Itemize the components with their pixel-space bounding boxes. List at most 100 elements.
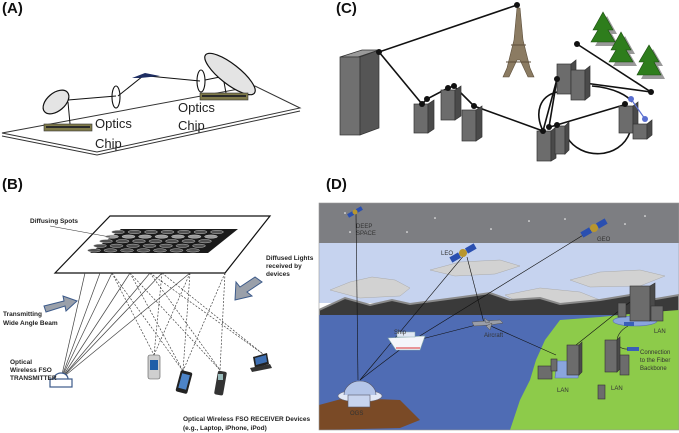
wireless-node bbox=[642, 116, 648, 122]
left-mirror bbox=[42, 89, 70, 115]
connection-label-2: to the Fiber bbox=[640, 358, 670, 364]
building-cluster-2 bbox=[536, 59, 653, 162]
lan-label-bottom-left: LAN bbox=[557, 388, 569, 394]
transmit-beam bbox=[60, 272, 151, 380]
diffused-beam bbox=[149, 272, 264, 355]
trees-icon bbox=[590, 11, 665, 79]
diffused-light-arrow bbox=[234, 276, 263, 301]
geo-satellite-icon bbox=[580, 218, 608, 238]
diffusing-spot bbox=[142, 243, 157, 248]
left-chip-label: Chip bbox=[95, 136, 122, 151]
deep-space-satellite-icon bbox=[347, 206, 363, 218]
diffusing-spot bbox=[181, 239, 196, 244]
diffused-beam bbox=[129, 272, 221, 371]
transmit-beam bbox=[60, 272, 113, 380]
connection-label-3: Backbone bbox=[640, 366, 667, 372]
leo-label: LEO bbox=[441, 251, 453, 257]
transmitting-beam-arrow bbox=[43, 295, 78, 313]
transmitting-label-1: Transmitting bbox=[3, 311, 42, 318]
diffusing-spot bbox=[193, 230, 208, 234]
diffusing-spot bbox=[120, 248, 134, 253]
diffusing-spot bbox=[160, 230, 175, 234]
leo-satellite-icon bbox=[449, 243, 477, 263]
panel-c-label: (C) bbox=[336, 0, 357, 17]
transmitter-icon bbox=[49, 372, 73, 388]
diffused-lights-label-2: received by bbox=[266, 263, 302, 270]
diffused-beam bbox=[182, 272, 226, 372]
ship-label: Ship bbox=[394, 330, 407, 336]
diffused-beam bbox=[111, 272, 184, 372]
panel-d-label: (D) bbox=[326, 176, 347, 193]
right-optics-label: Optics bbox=[178, 100, 215, 115]
diffusing-spot bbox=[148, 239, 163, 244]
circuit-board-plane bbox=[1, 85, 302, 153]
panel-c bbox=[339, 2, 665, 162]
diffusing-spot bbox=[169, 248, 184, 253]
panel-a-label: (A) bbox=[2, 0, 23, 17]
diffusing-spot bbox=[105, 234, 119, 239]
receiver-devices-label-2: (e.g., Laptop, iPhone, iPod) bbox=[183, 425, 267, 432]
wireless-node bbox=[628, 96, 634, 102]
diffusing-spot bbox=[136, 248, 151, 253]
land-region bbox=[510, 310, 679, 430]
diffused-beam bbox=[219, 272, 226, 371]
aircraft-label: Aircraft bbox=[484, 333, 503, 339]
diffusing-spot bbox=[103, 248, 118, 253]
panel-d: DEEP SPACE LEO GEO Ship Aircraft OGS LAN… bbox=[318, 202, 679, 431]
diffusing-spot bbox=[198, 239, 212, 244]
diffusing-spot bbox=[138, 234, 152, 239]
transmitter-label-2: Wireless FSO bbox=[10, 367, 52, 374]
transmitter-label-3: TRANSMITTER bbox=[10, 375, 57, 382]
diffused-beam bbox=[182, 272, 191, 372]
diffusing-spot bbox=[132, 239, 146, 244]
diffused-beam bbox=[111, 272, 155, 356]
deep-space-label-2: SPACE bbox=[356, 231, 376, 237]
building-cluster-1 bbox=[413, 85, 483, 142]
diffusing-spot bbox=[154, 234, 169, 239]
diffusing-spot bbox=[126, 243, 140, 248]
diffused-beam bbox=[161, 272, 264, 355]
diffusing-spot bbox=[187, 234, 202, 239]
diffusing-spot bbox=[153, 248, 167, 253]
laptop-device-icon bbox=[250, 353, 272, 372]
diffused-beam bbox=[149, 272, 221, 371]
diffusing-spot bbox=[171, 234, 185, 239]
flip-phone-device-icon bbox=[214, 370, 227, 396]
lan-label-top: LAN bbox=[654, 329, 666, 335]
ogs-ground bbox=[319, 398, 420, 430]
iphone-device-icon bbox=[175, 370, 193, 394]
diffusing-spot bbox=[165, 239, 179, 244]
transmitting-label-2: Wide Angle Beam bbox=[3, 320, 58, 327]
top-reflector bbox=[132, 73, 160, 78]
transmit-beam bbox=[60, 272, 163, 380]
diffusing-spot bbox=[115, 239, 130, 244]
panel-b-label: (B) bbox=[2, 176, 23, 193]
transmitter-label-1: Optical bbox=[10, 359, 32, 366]
left-lens bbox=[111, 85, 121, 109]
diffusing-spot bbox=[186, 248, 200, 253]
diffusing-spot bbox=[111, 230, 125, 234]
diffusing-spot bbox=[121, 234, 136, 239]
diffusing-spot bbox=[192, 243, 206, 248]
right-mirror bbox=[204, 52, 256, 96]
diffusing-spots-label: Diffusing Spots bbox=[30, 218, 78, 225]
diffusing-spot bbox=[127, 230, 142, 234]
ogs-label: OGS bbox=[350, 411, 363, 417]
eiffel-tower-icon bbox=[502, 7, 535, 78]
connection-label-1: Connection bbox=[640, 350, 670, 356]
transmit-beam bbox=[60, 272, 191, 380]
transmit-beam bbox=[60, 272, 131, 380]
diffusing-spot bbox=[210, 230, 224, 234]
diffusing-spot bbox=[99, 239, 113, 244]
right-lens bbox=[196, 69, 206, 93]
diffused-beam bbox=[129, 272, 184, 372]
space-region bbox=[319, 203, 679, 243]
diffusing-spot bbox=[175, 243, 190, 248]
receiver-devices-label-1: Optical Wireless FSO RECEIVER Devices bbox=[183, 416, 310, 423]
diffusing-spot bbox=[93, 243, 107, 248]
diffusing-spot bbox=[177, 230, 191, 234]
diffusing-spot bbox=[159, 243, 173, 248]
diffusing-spot bbox=[144, 230, 158, 234]
stars bbox=[344, 212, 646, 233]
